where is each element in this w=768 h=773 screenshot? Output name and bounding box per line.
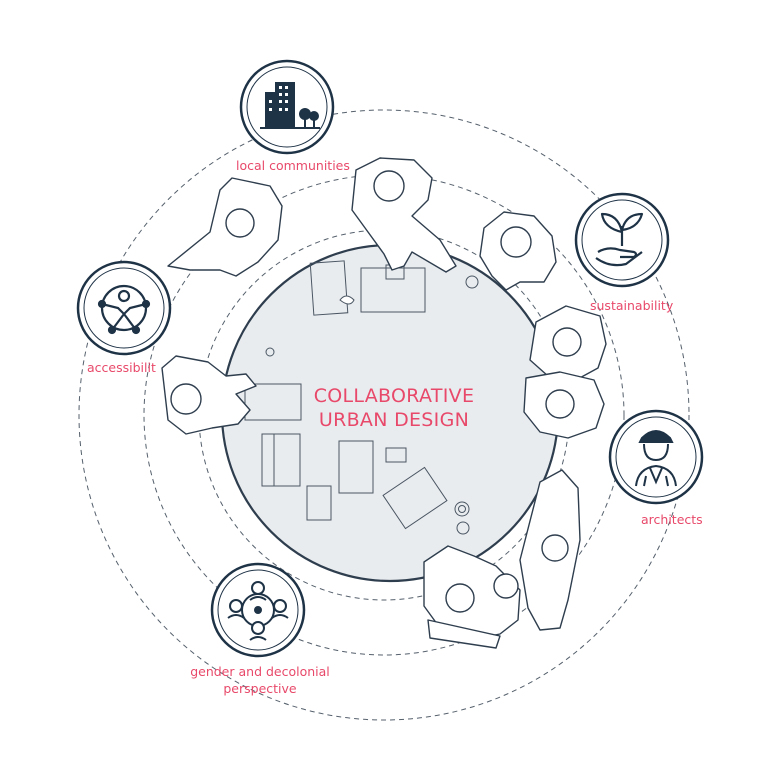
cup-1 bbox=[339, 295, 355, 305]
plant-in-hand-icon bbox=[595, 212, 644, 267]
label-architects: architects bbox=[641, 512, 703, 527]
paper-8 bbox=[385, 447, 407, 463]
middle-ring bbox=[143, 174, 625, 656]
person-top-head bbox=[373, 170, 405, 202]
person-left-head bbox=[170, 383, 202, 415]
person-bottom-group-head-1 bbox=[445, 583, 475, 613]
person-bottom-group-head-2 bbox=[493, 573, 519, 599]
person-top-left-head bbox=[225, 208, 255, 238]
label-gender-line1: gender and decolonial bbox=[190, 664, 330, 679]
people-around-table bbox=[161, 157, 607, 649]
laptop bbox=[382, 466, 448, 530]
label-accessibility: accessibilit bbox=[87, 360, 156, 375]
architect-helmet-icon bbox=[635, 430, 677, 487]
connected-people-icon bbox=[227, 581, 289, 641]
cup-3-inner bbox=[458, 505, 466, 513]
icon-local-communities bbox=[239, 59, 335, 155]
paper-6 bbox=[338, 440, 374, 494]
label-local-communities: local communities bbox=[236, 158, 350, 173]
person-top-right-head bbox=[500, 226, 532, 258]
paper-4 bbox=[244, 383, 302, 421]
icon-accessibility bbox=[76, 260, 172, 356]
label-gender-line2: perspective bbox=[223, 681, 297, 696]
diagram-title: COLLABORATIVE URBAN DESIGN bbox=[284, 384, 504, 432]
city-buildings-icon bbox=[260, 82, 320, 129]
icon-architects bbox=[608, 409, 704, 505]
paper-1 bbox=[309, 260, 349, 316]
person-top-left bbox=[167, 177, 283, 277]
cup-4 bbox=[456, 521, 470, 535]
cup-3 bbox=[454, 501, 470, 517]
paper-7 bbox=[306, 485, 332, 521]
chair-bottom bbox=[427, 619, 501, 649]
person-right-upper-head bbox=[552, 327, 582, 357]
accessibility-person-icon bbox=[97, 284, 151, 335]
title-line-1: COLLABORATIVE bbox=[313, 385, 475, 407]
icon-gender-decolonial bbox=[210, 562, 306, 658]
outer-ring bbox=[78, 109, 690, 721]
person-bottom-right-standing-head bbox=[541, 534, 569, 562]
person-right-lower-head bbox=[545, 389, 575, 419]
title-line-2: URBAN DESIGN bbox=[318, 409, 470, 431]
pen-holder bbox=[265, 347, 275, 357]
icon-sustainability bbox=[574, 192, 670, 288]
table-objects bbox=[244, 260, 479, 535]
label-gender-decolonial: gender and decolonial perspective bbox=[180, 663, 340, 697]
paper-5 bbox=[261, 433, 301, 487]
label-sustainability: sustainability bbox=[590, 298, 674, 313]
cup-2 bbox=[465, 275, 479, 289]
